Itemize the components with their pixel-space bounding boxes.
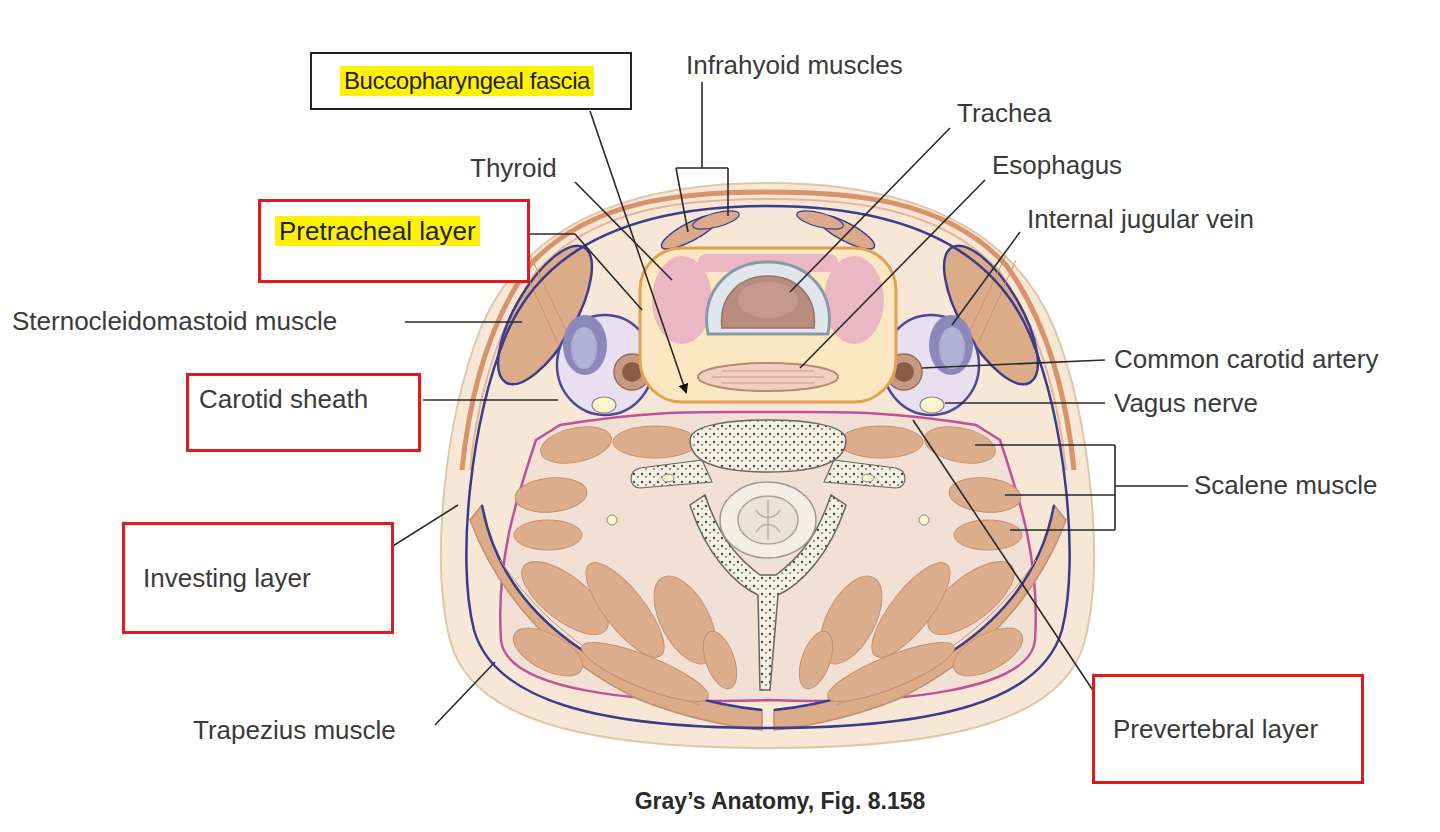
neck-outline	[441, 183, 1094, 748]
vertebral-arch	[690, 495, 846, 690]
structure-label: Trachea	[957, 98, 1051, 128]
figure-caption: Gray’s Anatomy, Fig. 8.158	[480, 786, 1080, 816]
fascia-label-box: Pretracheal layer	[258, 199, 530, 283]
vertebral-body	[690, 420, 846, 472]
fascia-label: Pretracheal layer	[275, 216, 480, 246]
structure-label: Esophagus	[992, 150, 1122, 180]
fascia-label: Buccopharyngeal fascia	[340, 66, 594, 96]
trachea	[707, 262, 830, 334]
fascia-label: Carotid sheath	[199, 384, 368, 414]
fascia-label: Prevertebral layer	[1113, 714, 1318, 744]
investing-fascia	[466, 206, 1069, 728]
structure-label: Common carotid artery	[1114, 344, 1378, 374]
fascia-label-box: Carotid sheath	[186, 373, 421, 452]
fascia-label-box: Investing layer	[122, 522, 394, 634]
structure-label: Thyroid	[470, 153, 557, 183]
spinal-canal	[720, 482, 816, 558]
fascia-label-box: Buccopharyngeal fascia	[310, 52, 632, 110]
structure-label: Sternocleidomastoid muscle	[12, 306, 337, 336]
structure-label: Vagus nerve	[1114, 388, 1258, 418]
structure-label: Trapezius muscle	[193, 715, 396, 745]
visceral-compartment	[640, 248, 896, 402]
structure-label: Scalene muscle	[1194, 470, 1378, 500]
leader-lines	[350, 82, 1188, 725]
esophagus	[698, 363, 838, 391]
structure-label: Infrahyoid muscles	[686, 50, 903, 80]
structure-label: Internal jugular vein	[1027, 204, 1254, 234]
fascia-label: Investing layer	[143, 563, 311, 593]
fascia-label-box: Prevertebral layer	[1092, 674, 1364, 784]
